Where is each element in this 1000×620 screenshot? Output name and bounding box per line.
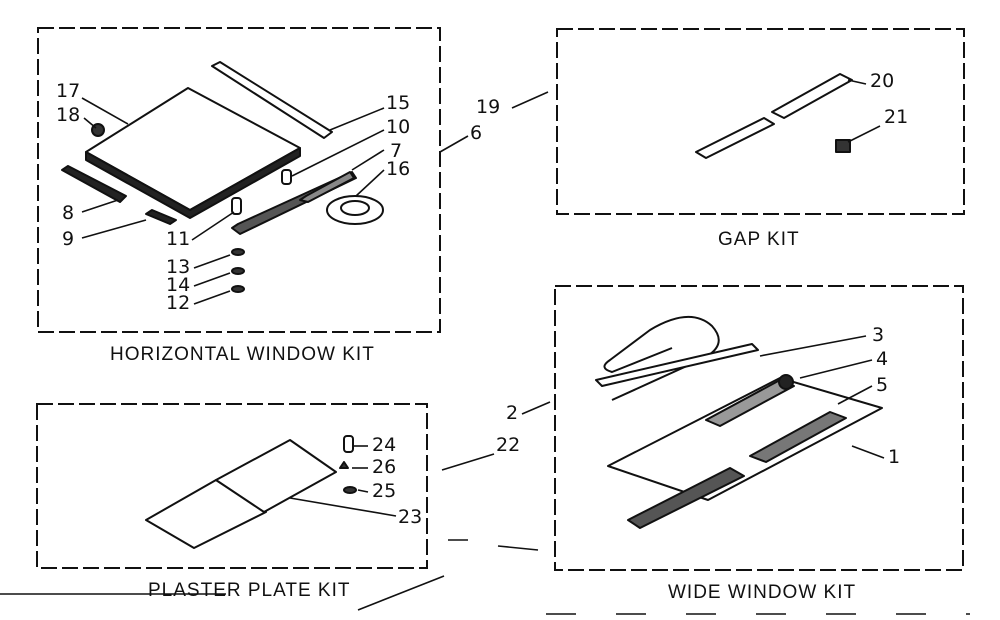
callout-2: 2 bbox=[506, 402, 519, 424]
callout-25: 25 bbox=[372, 480, 397, 502]
horizontal-window-kit-leaders bbox=[81, 97, 469, 305]
callout-7: 7 bbox=[390, 140, 403, 162]
screw-10 bbox=[281, 169, 292, 185]
gasket-ring-inner bbox=[340, 200, 370, 216]
callout-1: 1 bbox=[888, 446, 901, 468]
callout-11: 11 bbox=[166, 228, 191, 250]
callout-16: 16 bbox=[386, 158, 411, 180]
plaster-plate-right bbox=[215, 439, 337, 513]
gap-strip-left bbox=[695, 117, 775, 159]
callout-19: 19 bbox=[476, 96, 501, 118]
horizontal-window-kit-title: HORIZONTAL WINDOW KIT bbox=[110, 344, 375, 365]
callout-3: 3 bbox=[872, 324, 885, 346]
callout-21: 21 bbox=[884, 106, 909, 128]
plaster-plate-kit-frame bbox=[36, 403, 428, 569]
callout-6: 6 bbox=[470, 122, 483, 144]
nut-12 bbox=[231, 285, 245, 293]
callout-5: 5 bbox=[876, 374, 889, 396]
foam-block-4 bbox=[705, 379, 795, 427]
horizontal-window-kit-parts bbox=[61, 61, 384, 293]
callout-24: 24 bbox=[372, 434, 397, 456]
gap-kit-parts bbox=[695, 73, 853, 159]
callout-26: 26 bbox=[372, 456, 397, 478]
callout-10: 10 bbox=[386, 116, 411, 138]
foam-seal-loop bbox=[603, 315, 720, 401]
screw-4 bbox=[778, 374, 794, 390]
gap-strip-right bbox=[771, 73, 853, 119]
washer-14 bbox=[231, 267, 245, 275]
callout-23: 23 bbox=[398, 506, 423, 528]
gap-kit-frame bbox=[556, 28, 965, 215]
screw-24 bbox=[343, 435, 354, 453]
side-panel-edge bbox=[85, 147, 301, 219]
front-rail bbox=[627, 467, 745, 529]
stray-marks bbox=[0, 539, 970, 615]
screw-11 bbox=[231, 197, 242, 215]
callout-14: 14 bbox=[166, 274, 191, 296]
gap-block-21 bbox=[835, 139, 851, 153]
wide-window-kit-leaders bbox=[521, 335, 885, 459]
callout-15: 15 bbox=[386, 92, 411, 114]
callout-17: 17 bbox=[56, 80, 81, 102]
callout-13: 13 bbox=[166, 256, 191, 278]
callout-22: 22 bbox=[496, 434, 521, 456]
callout-18: 18 bbox=[56, 104, 81, 126]
callout-20: 20 bbox=[870, 70, 895, 92]
clip-26 bbox=[339, 461, 349, 469]
gap-kit-title: GAP KIT bbox=[718, 229, 800, 250]
callout-4: 4 bbox=[876, 348, 889, 370]
seal-strip-3 bbox=[595, 343, 759, 387]
plaster-plate-kit-parts bbox=[145, 435, 357, 549]
wide-window-kit-frame bbox=[554, 285, 964, 571]
top-rail bbox=[211, 61, 333, 139]
gap-kit-leaders bbox=[511, 79, 881, 143]
washer-13 bbox=[231, 248, 245, 256]
horizontal-window-kit-frame bbox=[37, 27, 441, 333]
callout-8: 8 bbox=[62, 202, 75, 224]
rail-5 bbox=[749, 411, 847, 463]
callout-9: 9 bbox=[62, 228, 75, 250]
nut-25 bbox=[343, 486, 357, 494]
callout-12: 12 bbox=[166, 292, 191, 314]
plaster-plate-kit-title: PLASTER PLATE KIT bbox=[148, 580, 351, 601]
base-plate bbox=[607, 377, 883, 501]
bottom-rail bbox=[61, 165, 127, 203]
plaster-plate-kit-leaders bbox=[289, 445, 495, 517]
sill-strip bbox=[145, 209, 177, 225]
angle-bracket-short bbox=[299, 171, 355, 203]
wide-window-kit-parts bbox=[595, 315, 883, 529]
wide-window-kit-title: WIDE WINDOW KIT bbox=[668, 582, 857, 603]
